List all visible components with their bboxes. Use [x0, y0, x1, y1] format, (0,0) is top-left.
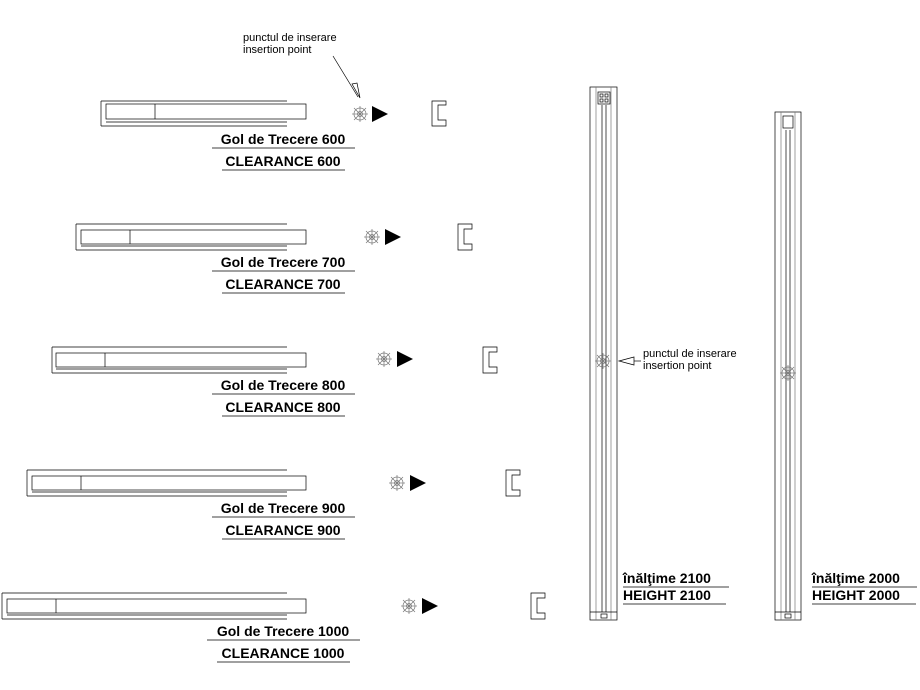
insertion-point-icon	[779, 364, 797, 382]
insertion-point-icon	[594, 352, 612, 370]
insertion-note-line1: punctul de inserare	[643, 348, 737, 360]
clearance-label: CLEARANCE 800	[225, 399, 340, 415]
plan-section-900: Gol de Trecere 900 CLEARANCE 900	[26, 469, 521, 540]
insertion-note-line1: punctul de inserare	[243, 32, 337, 44]
jamb-profile	[431, 100, 447, 127]
gol-label: Gol de Trecere 700	[221, 254, 346, 270]
insertion-point-icon	[375, 350, 393, 368]
gol-label: Gol de Trecere 800	[221, 377, 346, 393]
gol-label: Gol de Trecere 900	[221, 500, 346, 516]
jamb-profile	[505, 469, 521, 497]
gol-label: Gol de Trecere 1000	[217, 623, 350, 639]
height-label-en: HEIGHT 2000	[812, 587, 900, 603]
plan-section-600: Gol de Trecere 600 CLEARANCE 600	[100, 100, 447, 171]
insertion-note-line2: insertion point	[243, 44, 312, 56]
jamb-profile	[530, 592, 546, 620]
height-label-ro: înălţime 2100	[622, 570, 711, 586]
elevation-2100: punctul de inserare insertion point înăl…	[589, 86, 737, 621]
elevation-2000: înălţime 2000 HEIGHT 2000	[774, 111, 917, 621]
insertion-note-line2: insertion point	[643, 360, 712, 372]
insertion-note-top: punctul de inserare insertion point	[243, 32, 361, 99]
clearance-label: CLEARANCE 600	[225, 153, 340, 169]
clearance-label: CLEARANCE 1000	[222, 645, 345, 661]
jamb-profile	[457, 223, 473, 251]
plan-section-800: Gol de Trecere 800 CLEARANCE 800	[51, 346, 498, 417]
insertion-point-icon	[351, 105, 369, 123]
leader-line	[332, 55, 359, 98]
leader-arrowhead	[351, 82, 361, 99]
height-label-ro: înălţime 2000	[811, 570, 900, 586]
insertion-point-icon	[400, 597, 418, 615]
clearance-label: CLEARANCE 700	[225, 276, 340, 292]
plan-section-700: Gol de Trecere 700 CLEARANCE 700	[75, 223, 473, 294]
leader-arrowhead	[617, 356, 635, 366]
jamb-profile	[482, 346, 498, 374]
plan-section-1000: Gol de Trecere 1000 CLEARANCE 1000	[1, 592, 546, 663]
gol-label: Gol de Trecere 600	[221, 131, 346, 147]
insertion-point-icon	[388, 474, 406, 492]
clearance-label: CLEARANCE 900	[225, 522, 340, 538]
height-label-en: HEIGHT 2100	[623, 587, 711, 603]
insertion-point-icon	[363, 228, 381, 246]
